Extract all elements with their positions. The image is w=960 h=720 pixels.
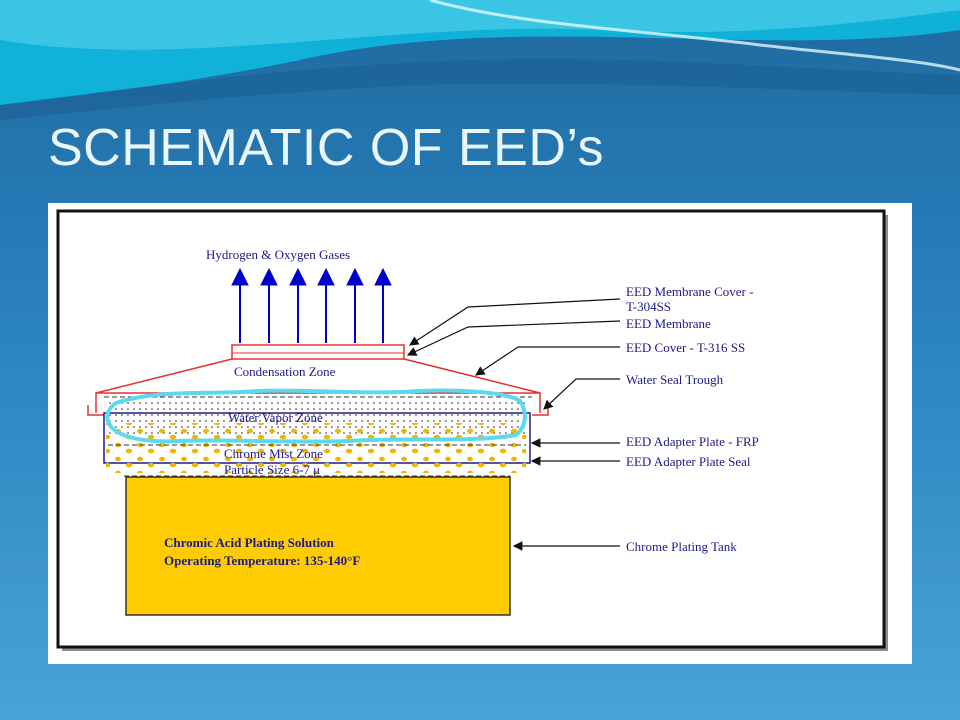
top-wave-dark [0,59,960,120]
particle-size-label: Particle Size 6-7 μ [224,462,320,477]
slide-title: SCHEMATIC OF EED’s [48,119,605,177]
diagram-panel: Hydrogen & Oxygen Gases Condensation Zon… [48,203,912,664]
top-wave-white [429,0,960,72]
membrane-cover [231,344,405,360]
plating-tank [125,476,511,616]
callout-membrane-cover-1: EED Membrane Cover - [626,284,753,299]
condensation-zone-label: Condensation Zone [234,364,336,379]
callout-leaders [406,298,621,551]
top-wave-pale [0,0,960,50]
tank-solution-label: Chromic Acid Plating Solution [164,535,335,550]
callout-water-seal: Water Seal Trough [626,372,724,387]
water-vapor-zone-label: Water Vapor Zone [228,410,323,425]
callout-cover: EED Cover - T-316 SS [626,340,745,355]
eed-schematic: Hydrogen & Oxygen Gases Condensation Zon… [56,209,888,651]
tank-temperature-label: Operating Temperature: 135-140°F [164,553,360,568]
callout-tank: Chrome Plating Tank [626,539,737,554]
gases-label: Hydrogen & Oxygen Gases [206,247,350,262]
callout-membrane-cover-2: T-304SS [626,299,671,314]
gas-arrows [231,267,392,343]
chrome-mist-zone-label: Chrome Mist Zone [224,446,323,461]
callout-adapter-seal: EED Adapter Plate Seal [626,454,751,469]
callout-adapter-plate: EED Adapter Plate - FRP [626,434,759,449]
mist-droplets [106,423,526,473]
vapor-zone-highlight [105,388,527,444]
callout-membrane: EED Membrane [626,316,711,331]
